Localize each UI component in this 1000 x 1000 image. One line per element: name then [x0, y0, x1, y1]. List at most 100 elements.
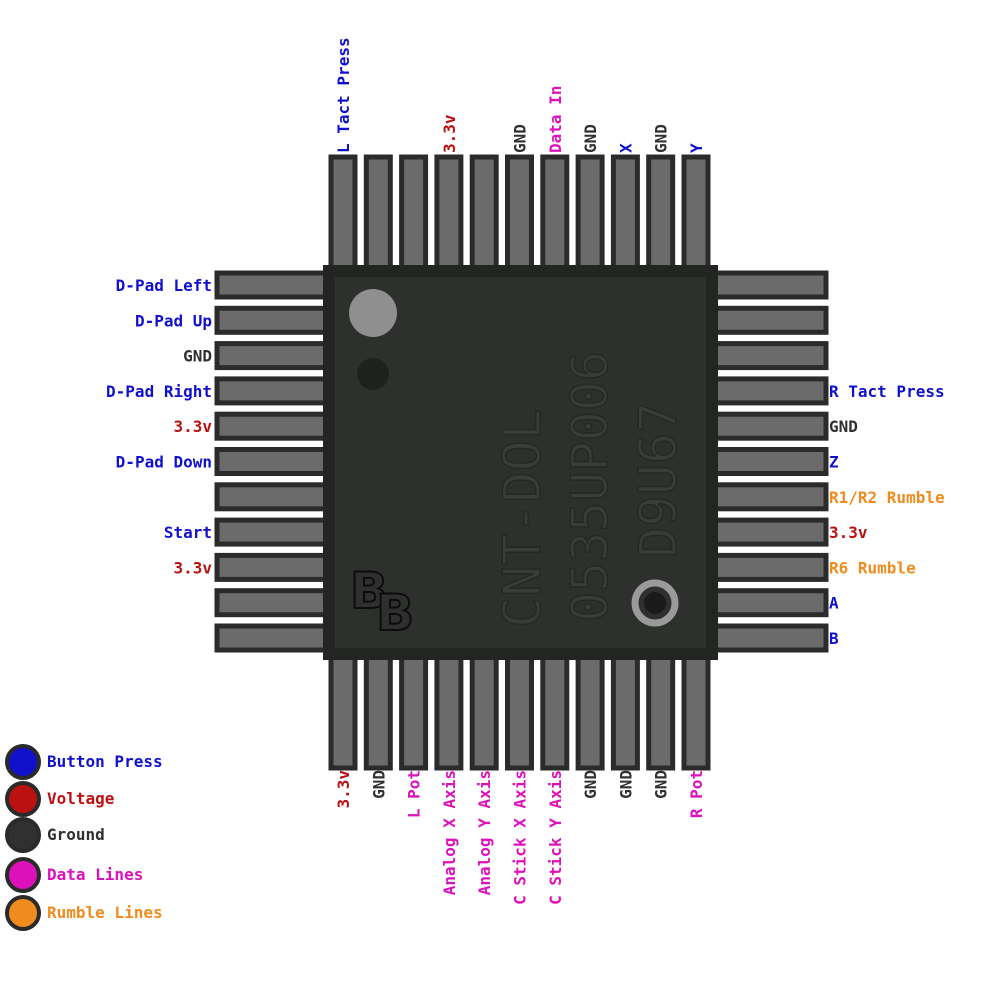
top-pin-label-3-3v: 3.3v	[440, 114, 459, 153]
right-pin-label-3-3v: 3.3v	[829, 523, 868, 542]
bottom-pin-8	[575, 652, 605, 771]
top-pin-8	[575, 154, 605, 273]
legend-swatch-ground	[5, 817, 41, 853]
chip-package: B B CNT-DOL 0535UP006 D9U67	[323, 265, 718, 660]
right-pin-10	[709, 588, 829, 618]
left-pin-label-start: Start	[164, 523, 212, 542]
right-pin-4	[709, 376, 829, 406]
right-pin-9	[709, 552, 829, 582]
legend-label-data-lines: Data Lines	[47, 865, 143, 884]
bottom-pin-label-3-3v: 3.3v	[334, 770, 353, 809]
left-pin-label-d-pad-left: D-Pad Left	[116, 276, 212, 295]
bottom-pin-label-l-pot: L Pot	[405, 770, 424, 818]
left-pin-label-3-3v: 3.3v	[173, 558, 212, 577]
bottom-pin-6	[505, 652, 534, 771]
right-pin-label-b: B	[829, 629, 839, 648]
bottom-pin-label-gnd: GND	[652, 770, 671, 799]
bottom-pin-label-c-stick-y-axis: C Stick Y Axis	[546, 770, 565, 905]
top-pin-3	[399, 154, 429, 273]
chip-marking-line-1: CNT-DOL	[493, 409, 553, 628]
legend-swatch-rumble-lines	[5, 895, 41, 931]
legend-swatch-button-press	[5, 744, 41, 780]
top-pin-label-x: X	[616, 143, 635, 153]
bottom-pin-3	[399, 652, 429, 771]
bottom-pin-10	[646, 652, 676, 771]
legend-label-ground: Ground	[47, 825, 105, 844]
left-pin-11	[214, 623, 332, 653]
chip-logo: B B	[349, 561, 415, 643]
top-pin-6	[505, 154, 534, 273]
bottom-pin-2	[363, 652, 393, 771]
left-pin-5	[214, 411, 332, 441]
top-pin-10	[646, 154, 676, 273]
left-pin-label-3-3v: 3.3v	[173, 417, 212, 436]
right-pin-label-gnd: GND	[829, 417, 858, 436]
right-pin-label-r6-rumble: R6 Rumble	[829, 558, 916, 577]
top-pin-label-gnd: GND	[581, 124, 600, 153]
left-pin-9	[214, 552, 332, 582]
bottom-pin-4	[434, 652, 464, 771]
right-pin-1	[709, 270, 829, 300]
right-pin-6	[709, 447, 829, 476]
top-pin-label-gnd: GND	[652, 124, 671, 153]
bottom-pin-label-gnd: GND	[581, 770, 600, 799]
left-pin-label-d-pad-up: D-Pad Up	[135, 311, 212, 330]
legend-label-button-press: Button Press	[47, 752, 163, 771]
corner-dot-marker	[631, 579, 679, 627]
right-pin-8	[709, 517, 829, 547]
pin1-marker-small	[357, 358, 389, 390]
chip-marking-line-2: 0535UP006	[561, 351, 619, 622]
bottom-pin-label-analog-y-axis: Analog Y Axis	[475, 770, 494, 895]
left-pin-1	[214, 270, 332, 300]
legend-swatch-voltage	[5, 781, 41, 817]
bottom-pin-label-gnd: GND	[369, 770, 388, 799]
top-pin-label-gnd: GND	[511, 124, 530, 153]
top-pin-label-data-in: Data In	[546, 86, 565, 153]
left-pin-8	[214, 517, 332, 547]
legend-swatch-data-lines	[5, 857, 41, 893]
right-pin-label-z: Z	[829, 453, 839, 472]
top-pin-9	[610, 154, 640, 273]
bottom-pin-9	[610, 652, 640, 771]
top-pin-1	[328, 154, 358, 273]
bottom-pin-7	[540, 652, 570, 771]
right-pin-3	[709, 341, 829, 371]
logo-letter-1: B	[350, 562, 388, 620]
top-pin-11	[681, 154, 711, 273]
bottom-pin-label-r-pot: R Pot	[687, 770, 706, 818]
left-pin-label-d-pad-right: D-Pad Right	[106, 382, 212, 401]
top-pin-2	[363, 154, 393, 273]
left-pin-2	[214, 305, 332, 335]
left-pin-6	[214, 447, 332, 476]
right-pin-label-r-tact-press: R Tact Press	[829, 382, 945, 401]
left-pin-7	[214, 482, 332, 512]
logo-letter-2: B	[376, 584, 414, 642]
right-pin-7	[709, 482, 829, 512]
right-pin-label-r1-r2-rumble: R1/R2 Rumble	[829, 488, 945, 507]
top-pin-5	[469, 154, 499, 273]
bottom-pin-label-c-stick-x-axis: C Stick X Axis	[511, 770, 530, 905]
legend-label-rumble-lines: Rumble Lines	[47, 903, 163, 922]
left-pin-label-gnd: GND	[183, 347, 212, 366]
bottom-pin-label-analog-x-axis: Analog X Axis	[440, 770, 459, 895]
left-pin-4	[214, 376, 332, 406]
left-pin-label-d-pad-down: D-Pad Down	[116, 453, 212, 472]
right-pin-2	[709, 305, 829, 335]
bottom-pin-1	[328, 652, 358, 771]
bottom-pin-11	[681, 652, 711, 771]
bottom-pin-label-gnd: GND	[616, 770, 635, 799]
chip-marking-line-3: D9U67	[629, 401, 689, 558]
left-pin-10	[214, 588, 332, 618]
top-pin-4	[434, 154, 464, 273]
bottom-pin-row: 3.3v GND L Pot Analog X Axis Analog Y Axis C …	[328, 652, 711, 905]
bottom-pin-5	[469, 652, 499, 771]
right-pin-5	[709, 411, 829, 441]
corner-dot-center	[644, 592, 666, 614]
top-pin-label-y: Y	[687, 143, 706, 153]
pin1-marker-large	[349, 289, 397, 337]
